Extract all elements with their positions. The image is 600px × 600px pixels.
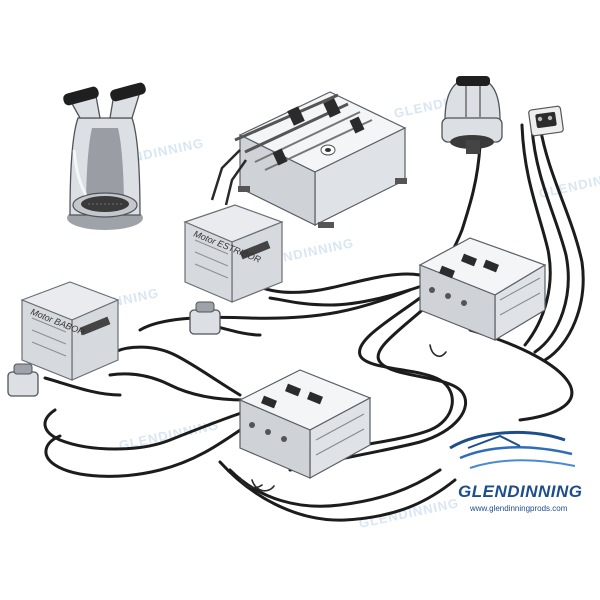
logo-brand-text: GLENDINNING — [458, 482, 583, 501]
logo-url-text: www.glendinningprods.com — [469, 504, 568, 513]
upper-junction-box — [418, 237, 547, 342]
single-lever-control-head — [441, 76, 503, 154]
starboard-engine: Motor ESTRIBOR — [183, 204, 284, 335]
glendinning-logo: GLENDINNING www.glendinningprods.com — [449, 430, 583, 513]
lower-junction-box — [238, 369, 372, 480]
actuator-unit — [210, 91, 407, 228]
dual-lever-control-head — [63, 82, 146, 230]
switch-panel — [528, 105, 564, 137]
boat-wave-icon — [449, 430, 576, 469]
port-engine: Motor BABOR — [7, 281, 120, 397]
